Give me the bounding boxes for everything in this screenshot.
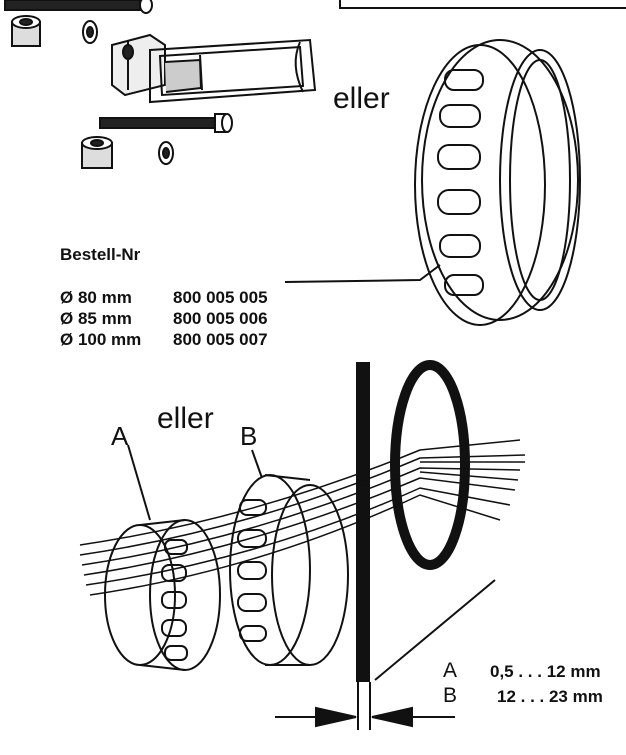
hex-nut-top bbox=[11, 15, 41, 47]
wall-opening bbox=[390, 360, 470, 570]
clamp-bracket bbox=[111, 33, 317, 104]
hex-nut-bottom bbox=[81, 136, 113, 169]
or-label-bottom: eller bbox=[157, 402, 214, 435]
leader-wall bbox=[374, 579, 496, 681]
size-partno-1: 800 005 005 bbox=[173, 288, 268, 307]
screw-long bbox=[99, 113, 233, 133]
order-heading: Bestell-Nr bbox=[60, 245, 141, 264]
range-key-a: A bbox=[443, 659, 457, 682]
washer-top bbox=[82, 20, 98, 44]
size-partno-3: 800 005 007 bbox=[173, 330, 268, 349]
screw-top bbox=[4, 0, 153, 14]
thickness-dimension bbox=[275, 706, 455, 728]
range-value-a: 0,5 . . . 12 mm bbox=[490, 662, 601, 681]
ring-b bbox=[229, 474, 349, 666]
or-label-top: eller bbox=[333, 82, 390, 115]
leader-b bbox=[251, 449, 263, 479]
washer-bottom bbox=[158, 141, 174, 165]
cable-bundle bbox=[79, 439, 526, 596]
size-diameter-2: Ø 85 mm bbox=[60, 309, 132, 328]
size-diameter-1: Ø 80 mm bbox=[60, 288, 132, 307]
size-partno-2: 800 005 006 bbox=[173, 309, 268, 328]
ring-a bbox=[104, 519, 221, 671]
ring-large bbox=[414, 39, 581, 326]
range-key-b: B bbox=[443, 684, 457, 707]
size-diameter-3: Ø 100 mm bbox=[60, 330, 141, 349]
wall-section bbox=[356, 362, 370, 682]
frame-corner bbox=[339, 0, 626, 9]
callout-a: A bbox=[111, 421, 129, 451]
callout-b: B bbox=[240, 421, 257, 451]
range-value-b: 12 . . . 23 mm bbox=[497, 687, 603, 706]
leader-line-ring bbox=[284, 264, 441, 283]
leader-a bbox=[127, 444, 151, 521]
